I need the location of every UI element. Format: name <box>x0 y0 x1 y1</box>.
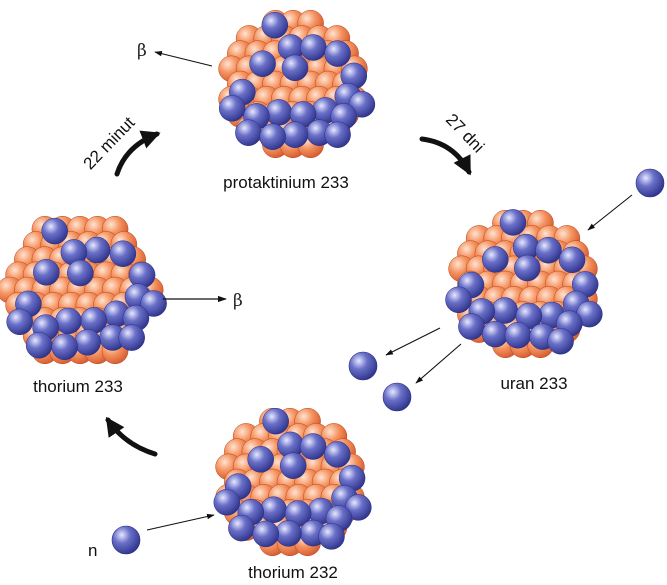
neutron-into-uranium-arrow <box>587 194 633 231</box>
neutron-ball <box>481 320 509 348</box>
neutron-ball <box>252 520 280 548</box>
neutron-ball <box>33 259 60 286</box>
neutron-ball <box>275 520 302 547</box>
curved-arrow-to-protactinium <box>114 130 161 177</box>
neutron-ball <box>74 329 101 356</box>
neutron-symbol: n <box>88 541 97 560</box>
protactinium-233-nucleus <box>218 9 376 159</box>
emitted-neutron-1 <box>348 351 378 381</box>
incoming-neutron-uranium <box>635 168 665 198</box>
thorium-232-nucleus <box>213 407 372 557</box>
neutron-ball <box>299 433 327 460</box>
label-protactinium-233: protaktinium 233 <box>223 173 349 192</box>
neutron-ball <box>235 119 262 146</box>
neutron-ball <box>83 236 111 264</box>
neutron-ball <box>318 523 345 550</box>
neutron-ball <box>218 95 246 122</box>
emitted-neutron-2 <box>382 382 412 412</box>
neutron-capture-arrow <box>146 513 215 531</box>
neutron-ball <box>547 327 574 355</box>
incoming-neutron-thorium <box>111 525 141 555</box>
neutron-ball <box>249 50 276 77</box>
curved-arrow-to-thorium-233 <box>105 416 158 457</box>
neutron-ball <box>281 121 309 148</box>
neutron-ball <box>300 34 327 61</box>
neutron-ball <box>535 236 562 264</box>
neutron-ball <box>262 407 289 435</box>
fission-neutron-arrow-2 <box>415 343 462 384</box>
neutron-ball <box>228 514 255 542</box>
neutron-ball <box>260 496 287 523</box>
neutron-ball <box>499 209 527 236</box>
neutron-ball <box>324 40 351 67</box>
beta-symbol-thorium: β <box>233 291 243 311</box>
label-thorium-232: thorium 232 <box>248 563 338 582</box>
neutron-ball <box>324 121 351 148</box>
uranium-233-nucleus <box>445 209 603 359</box>
label-uranium-233: uran 233 <box>500 374 567 393</box>
neutron-ball <box>247 446 274 473</box>
neutron-ball <box>109 240 137 267</box>
neutron-ball <box>279 452 307 479</box>
thorium-233-nucleus <box>0 215 167 365</box>
neutron-ball <box>259 123 286 150</box>
half-life-thorium-233: 22 minut <box>80 113 139 173</box>
neutron-ball <box>140 290 167 317</box>
neutron-ball <box>55 307 82 335</box>
neutron-ball <box>324 441 351 468</box>
neutron-ball <box>6 308 33 336</box>
fission-neutron-arrow-1 <box>385 327 441 356</box>
neutron-ball <box>458 313 485 340</box>
neutron-ball <box>504 321 532 349</box>
label-thorium-233: thorium 233 <box>33 377 123 396</box>
neutron-ball <box>25 331 53 359</box>
curved-arrow-to-uranium <box>419 136 472 176</box>
neutron-ball <box>482 246 509 273</box>
neutron-ball <box>261 11 289 39</box>
neutron-ball <box>51 333 78 361</box>
neutron-ball <box>514 254 541 282</box>
neutron-ball <box>213 489 241 516</box>
neutron-ball <box>558 246 586 274</box>
neutron-ball <box>265 99 293 126</box>
neutron-ball <box>118 324 145 351</box>
neutron-ball <box>281 54 309 82</box>
neutron-ball <box>41 217 68 245</box>
neutron-ball <box>491 297 518 324</box>
beta-emission-arrow-protactinium <box>154 51 213 67</box>
neutron-ball <box>445 286 472 314</box>
beta-symbol-protactinium: β <box>137 41 147 61</box>
neutron-ball <box>67 259 94 287</box>
